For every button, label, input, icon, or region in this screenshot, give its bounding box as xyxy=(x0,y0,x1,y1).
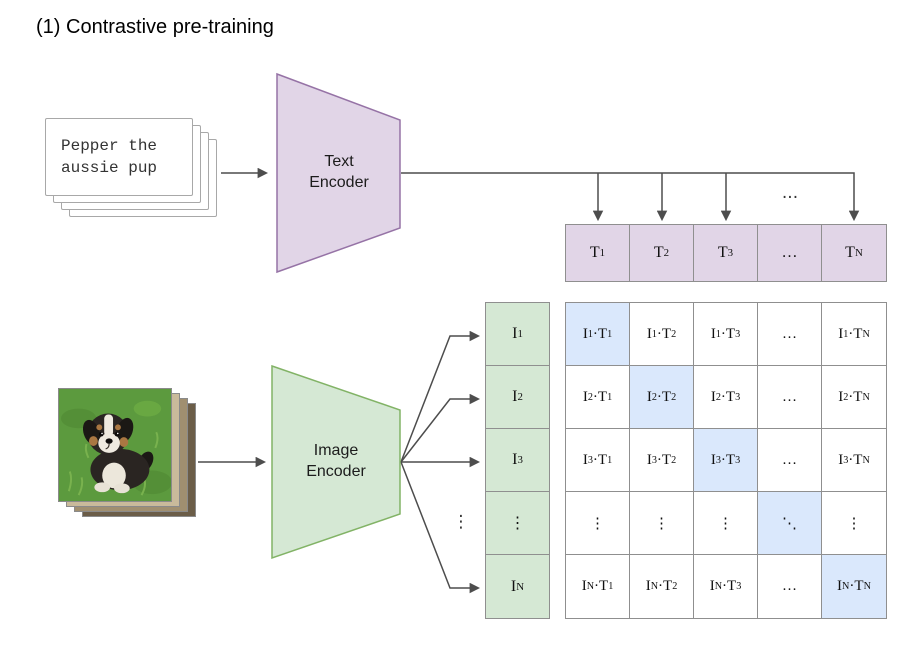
diagram-title: (1) Contrastive pre-training xyxy=(36,16,274,38)
matrix-cell: … xyxy=(758,303,822,366)
image-encoder-label: Image Encoder xyxy=(306,442,366,480)
text-encoder-shape xyxy=(276,72,401,274)
fan-ellipsis: ⋮ xyxy=(452,512,470,532)
image-embedding-cell: ⋮ xyxy=(486,492,549,555)
fan-arrow-i2 xyxy=(400,393,481,463)
fan-arrow-i1 xyxy=(400,330,481,463)
matrix-cell: … xyxy=(758,429,822,492)
matrix-cell: ⋮ xyxy=(694,492,758,555)
matrix-cell: ⋱ xyxy=(758,492,822,555)
matrix-cell: ⋮ xyxy=(630,492,694,555)
text-encoder-label: Text Encoder xyxy=(309,153,369,191)
image-encoder-shape xyxy=(271,364,401,560)
matrix-cell: … xyxy=(758,366,822,429)
puppy-photo xyxy=(59,389,172,501)
matrix-cell: … xyxy=(758,555,822,618)
text-embedding-cell: … xyxy=(758,225,822,281)
text-card-front: Pepper the aussie pup xyxy=(45,118,193,196)
fan-arrow-iN xyxy=(400,461,481,594)
matrix-cell: ⋮ xyxy=(566,492,630,555)
text-caption-line: Pepper the xyxy=(61,137,158,155)
text-caption-line: aussie pup xyxy=(61,159,158,177)
photo-card-front xyxy=(58,388,172,502)
matrix-cell: ⋮ xyxy=(822,492,886,555)
rail-ellipsis: ... xyxy=(781,183,799,203)
text-output-rail xyxy=(401,172,860,222)
